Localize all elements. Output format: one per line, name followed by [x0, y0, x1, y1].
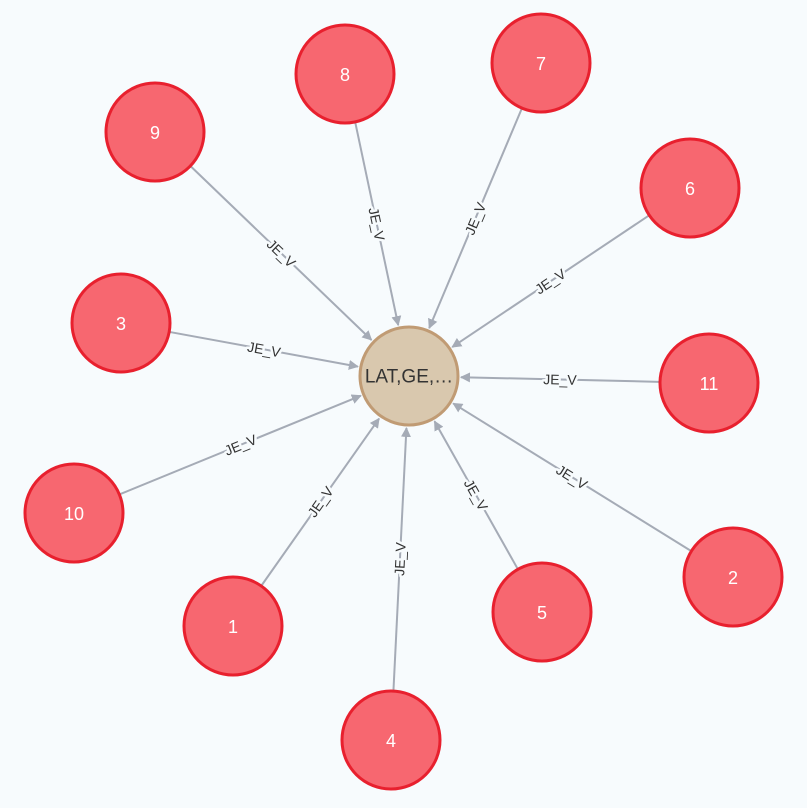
node-7[interactable]: 7: [490, 12, 592, 114]
edge-11-to-center[interactable]: [459, 372, 660, 383]
edge-8-to-center[interactable]: [354, 122, 402, 327]
node-3[interactable]: 3: [70, 272, 172, 374]
nodes-layer: LAT,GE,… 9 8 7 6 3 11 10 2 1 5 4: [23, 12, 784, 791]
node-7-circle[interactable]: [490, 12, 592, 114]
node-6[interactable]: 6: [639, 137, 741, 239]
edge-3-to-center[interactable]: [169, 331, 359, 370]
edge-label-8: JE_V: [365, 206, 388, 243]
edge-6-to-center[interactable]: [451, 214, 649, 348]
center-node-label: LAT,GE,…: [365, 367, 453, 388]
edge-7-to-center[interactable]: [428, 108, 523, 330]
edge-label-3: JE_V: [246, 338, 282, 360]
edge-10-to-center[interactable]: [119, 394, 362, 495]
node-2[interactable]: 2: [682, 526, 784, 628]
node-10-label: 10: [64, 504, 84, 524]
node-4-circle[interactable]: [340, 689, 442, 791]
center-node-circle[interactable]: [358, 325, 460, 427]
node-5[interactable]: 5: [491, 561, 593, 663]
node-4-label: 4: [386, 731, 396, 751]
edge-2-to-center[interactable]: [452, 402, 692, 552]
node-5-label: 5: [537, 603, 547, 623]
node-11-circle[interactable]: [658, 332, 760, 434]
node-8-circle[interactable]: [294, 23, 396, 125]
edge-label-10: JE_V: [222, 431, 260, 459]
edge-1-to-center[interactable]: [260, 417, 380, 586]
edge-label-6: JE_V: [532, 265, 569, 297]
node-11[interactable]: 11: [658, 332, 760, 434]
node-6-circle[interactable]: [639, 137, 741, 239]
node-1-label: 1: [228, 617, 238, 637]
center-node[interactable]: LAT,GE,…: [358, 325, 460, 427]
node-1[interactable]: 1: [182, 575, 284, 677]
edge-label-2: JE_V: [553, 461, 590, 493]
node-3-label: 3: [116, 314, 126, 334]
edge-label-1: JE_V: [304, 483, 337, 520]
node-2-circle[interactable]: [682, 526, 784, 628]
node-1-circle[interactable]: [182, 575, 284, 677]
node-6-label: 6: [685, 179, 695, 199]
node-9-circle[interactable]: [104, 81, 206, 183]
node-7-label: 7: [536, 54, 546, 74]
edges-layer: [119, 108, 692, 691]
edge-label-4: JE_V: [391, 541, 409, 576]
node-8[interactable]: 8: [294, 23, 396, 125]
node-8-label: 8: [340, 65, 350, 85]
edge-5-to-center[interactable]: [433, 420, 519, 569]
edge-4-to-center[interactable]: [392, 426, 411, 691]
edge-label-5: JE_V: [461, 476, 492, 514]
node-3-circle[interactable]: [70, 272, 172, 374]
node-10-circle[interactable]: [23, 462, 125, 564]
node-9[interactable]: 9: [104, 81, 206, 183]
node-11-label: 11: [700, 374, 719, 394]
node-2-label: 2: [728, 568, 738, 588]
edge-9-to-center[interactable]: [190, 165, 373, 341]
node-10[interactable]: 10: [23, 462, 125, 564]
edge-label-11: JE_V: [543, 371, 577, 388]
node-9-label: 9: [150, 123, 160, 143]
node-4[interactable]: 4: [340, 689, 442, 791]
edge-label-7: JE_V: [462, 199, 490, 237]
node-5-circle[interactable]: [491, 561, 593, 663]
